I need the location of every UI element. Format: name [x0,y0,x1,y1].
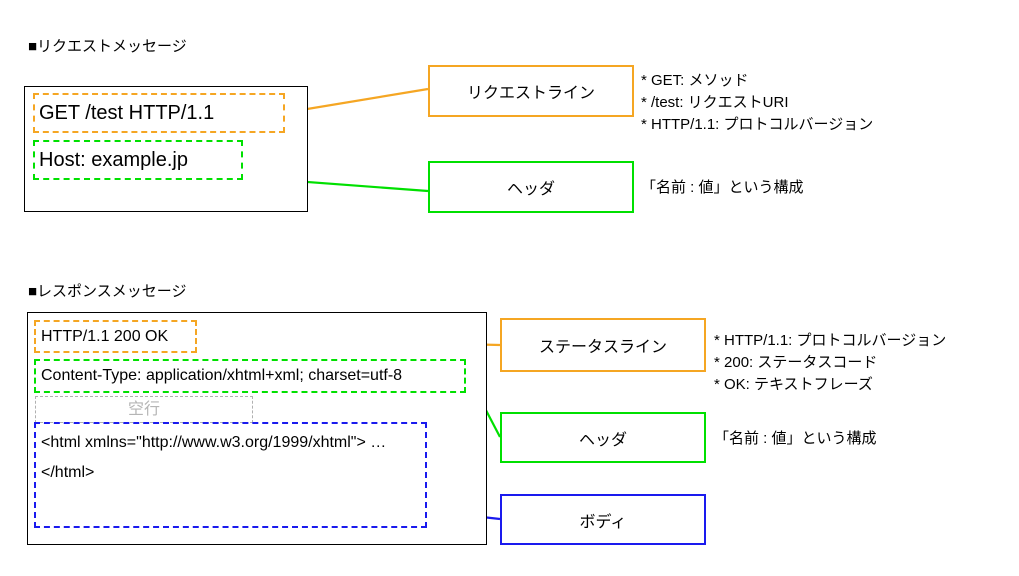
response-section-heading: ■レスポンスメッセージ [28,283,187,300]
request-message-frame [24,86,308,212]
response-body-line-3: </html> [41,464,95,481]
request-header-highlight: Host: example.jp [33,140,243,180]
response-body-highlight: <html xmlns="http://www.w3.org/1999/xhtm… [34,422,427,528]
note-request-line: * GET: メソッド * /test: リクエストURI * HTTP/1.1… [641,70,873,136]
status-line-highlight: HTTP/1.1 200 OK [34,320,197,353]
response-header-highlight: Content-Type: application/xhtml+xml; cha… [34,359,466,393]
label-response-body-text: ボディ [579,513,627,531]
request-line-highlight: GET /test HTTP/1.1 [33,93,285,133]
status-line-text: HTTP/1.1 200 OK [41,327,169,345]
response-header-text: Content-Type: application/xhtml+xml; cha… [41,367,403,384]
label-status-line-text: ステータスライン [538,339,667,356]
note-request-header-1: 「名前 : 値」という構成 [641,179,804,196]
label-request-line-text: リクエストライン [466,85,595,102]
label-response-body[interactable]: ボディ [500,494,706,545]
response-body-line-1: <html xmlns="http://www.w3.org/1999/xhtm… [41,434,366,451]
response-body-line-2: … [370,434,387,451]
note-response-header: 「名前 : 値」という構成 [714,428,877,450]
note-request-line-1: * GET: メソッド [641,72,749,89]
note-request-line-2: * /test: リクエストURI [641,94,789,111]
note-status-line-2: * 200: ステータスコード [714,354,878,371]
note-request-line-3: * HTTP/1.1: プロトコルバージョン [641,116,874,133]
response-message-frame [27,312,487,545]
note-response-header-1: 「名前 : 値」という構成 [714,430,877,447]
note-status-line-1: * HTTP/1.1: プロトコルバージョン [714,332,947,349]
note-request-header: 「名前 : 値」という構成 [641,177,804,199]
blank-line-highlight: 空行 [35,396,253,423]
request-header-text: Host: example.jp [39,149,188,171]
label-request-line[interactable]: リクエストライン [428,65,634,117]
label-request-header[interactable]: ヘッダ [428,161,634,213]
blank-line-text: 空行 [127,400,160,418]
note-status-line: * HTTP/1.1: プロトコルバージョン * 200: ステータスコード *… [714,330,946,396]
request-section-heading: ■リクエストメッセージ [28,38,187,55]
label-request-header-text: ヘッダ [506,181,555,198]
request-line-text: GET /test HTTP/1.1 [39,102,215,124]
label-response-header-text: ヘッダ [578,431,627,449]
note-status-line-3: * OK: テキストフレーズ [714,376,873,393]
label-response-header[interactable]: ヘッダ [500,412,706,463]
label-status-line[interactable]: ステータスライン [500,318,706,372]
